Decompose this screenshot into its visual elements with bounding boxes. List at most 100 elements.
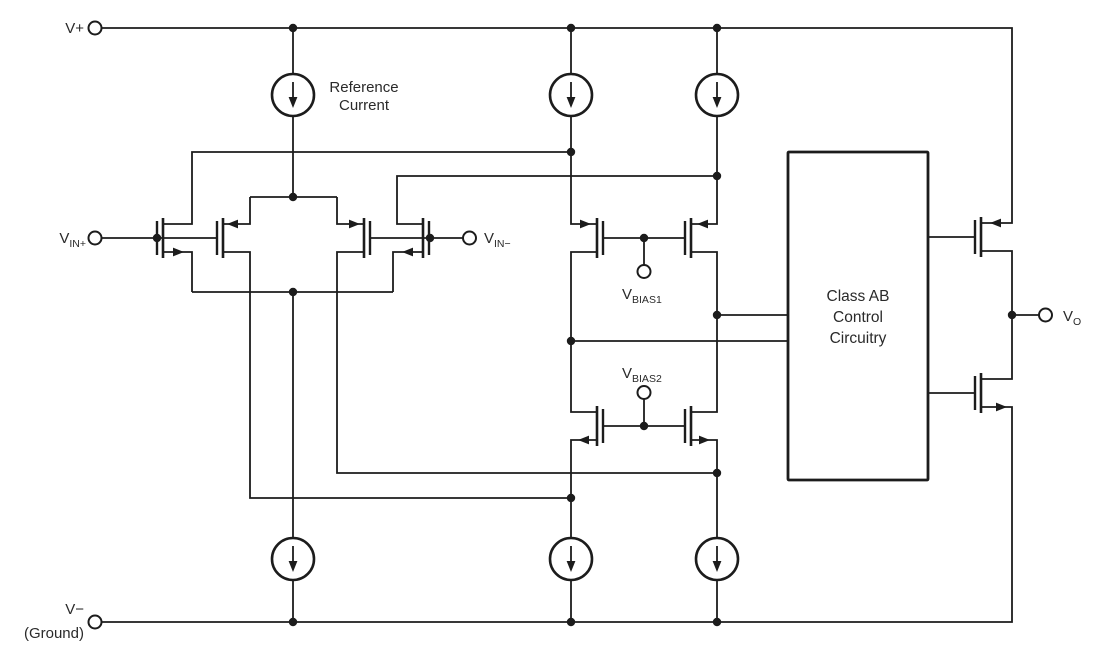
reference-current-label-line1: Reference [329,79,398,96]
vout-label-sub: O [1073,316,1081,328]
source-arrow-icon [990,218,1001,228]
mosfet-output-pmos [973,217,1001,257]
class-ab-label-line3: Circuitry [830,330,887,347]
class-ab-box [786,150,930,482]
wire-t4-drain [396,175,717,225]
vin-minus-terminal [462,230,477,246]
terminals [87,20,1053,630]
class-ab-label-line1: Class AB [827,288,890,305]
junction-dot [639,421,649,431]
junction-dot [566,336,576,346]
wire-t3-drain [336,251,717,474]
down-arrow-icon [712,97,722,108]
vbias1-label-sub: BIAS1 [632,294,662,306]
vbias1-label-base: V [622,286,632,303]
source-arrow-icon [402,247,413,257]
reference-current-source [270,72,316,118]
vout-label: VO [1063,308,1081,328]
vin-minus-label: VIN− [484,230,511,250]
vin-minus-label-sub: IN− [494,238,511,250]
v-minus-terminal [87,614,103,630]
wire-t2-drain [223,251,571,499]
vin-minus-label-base: V [484,230,494,247]
source-arrow-icon [578,435,589,445]
junction-dot [712,310,722,320]
junction-dot [639,233,649,243]
junction-dot [712,171,722,181]
junction-dot [152,233,162,243]
current-sources [270,72,740,582]
wire-left-column-upper [570,116,597,225]
current-source-bottom-left [270,536,316,582]
junction-dot [288,23,298,33]
current-source-bottom-right [694,536,740,582]
junction-dot [712,468,722,478]
junction-dot [288,617,298,627]
down-arrow-icon [712,561,722,572]
junction-dot [1007,310,1017,320]
junction-dot [712,617,722,627]
down-arrow-icon [288,561,298,572]
wire-t4-source [392,251,423,292]
down-arrow-icon [566,561,576,572]
mosfet-cascode-upper-right [683,218,708,258]
wire-right-column-mid [691,251,718,413]
reference-current-label-line2: Current [339,97,390,114]
vbias2-label-base: V [622,365,632,382]
vbias2-label-sub: BIAS2 [632,373,662,385]
junction-dot [566,23,576,33]
down-arrow-icon [566,97,576,108]
wire-t1-drain [163,151,571,225]
mosfet-cascode-upper-left [580,218,605,258]
down-arrow-icon [288,97,298,108]
v-plus-terminal [87,20,103,36]
mosfet-output-nmos [973,373,1007,413]
mosfet-cascode-lower-left [578,406,605,446]
vout-label-base: V [1063,308,1073,325]
junction-dot [566,617,576,627]
wire-t1-source [163,251,193,292]
wire-right-column-upper [691,116,718,225]
vbias1-label: VBIAS1 [622,286,662,306]
junction-dot [712,23,722,33]
vbias2-label: VBIAS2 [622,365,662,385]
wire-left-column-lower [570,439,597,538]
current-source-top-middle [548,72,594,118]
source-arrow-icon [349,219,360,229]
vin-plus-terminal [87,230,103,246]
mosfet-input-p-minus [349,218,372,258]
junction-dot [425,233,435,243]
source-arrow-icon [227,219,238,229]
vin-plus-label: VIN+ [59,230,86,250]
mosfet-input-p-plus [215,218,238,258]
junction-dot [288,192,298,202]
junction-dot [288,287,298,297]
vin-plus-label-base: V [59,230,69,247]
wire-output-node [981,250,1013,380]
vbias1-terminal [636,264,652,279]
wire-left-column-mid [570,251,597,413]
source-arrow-icon [580,219,591,229]
wire-right-column-lower [691,439,718,538]
v-plus-label: V+ [65,20,84,37]
mosfet-cascode-lower-right [683,406,710,446]
vin-plus-label-sub: IN+ [69,238,86,250]
vbias2-terminal [636,385,652,400]
junction-dot [566,147,576,157]
source-arrow-icon [173,247,184,257]
source-arrow-icon [697,219,708,229]
wire-t3-source [336,197,364,225]
labels: V+ Reference Current VIN+ VIN− VBIAS1 VB… [24,20,1081,642]
junction-dots [152,23,1017,627]
source-arrow-icon [996,402,1007,412]
class-ab-label-line2: Control [833,309,883,326]
v-minus-ground-label: (Ground) [24,625,84,642]
vout-terminal [1038,307,1053,323]
source-arrow-icon [699,435,710,445]
v-minus-label: V− [65,601,84,618]
current-source-bottom-middle [548,536,594,582]
current-source-top-right [694,72,740,118]
mosfets [155,217,1007,446]
